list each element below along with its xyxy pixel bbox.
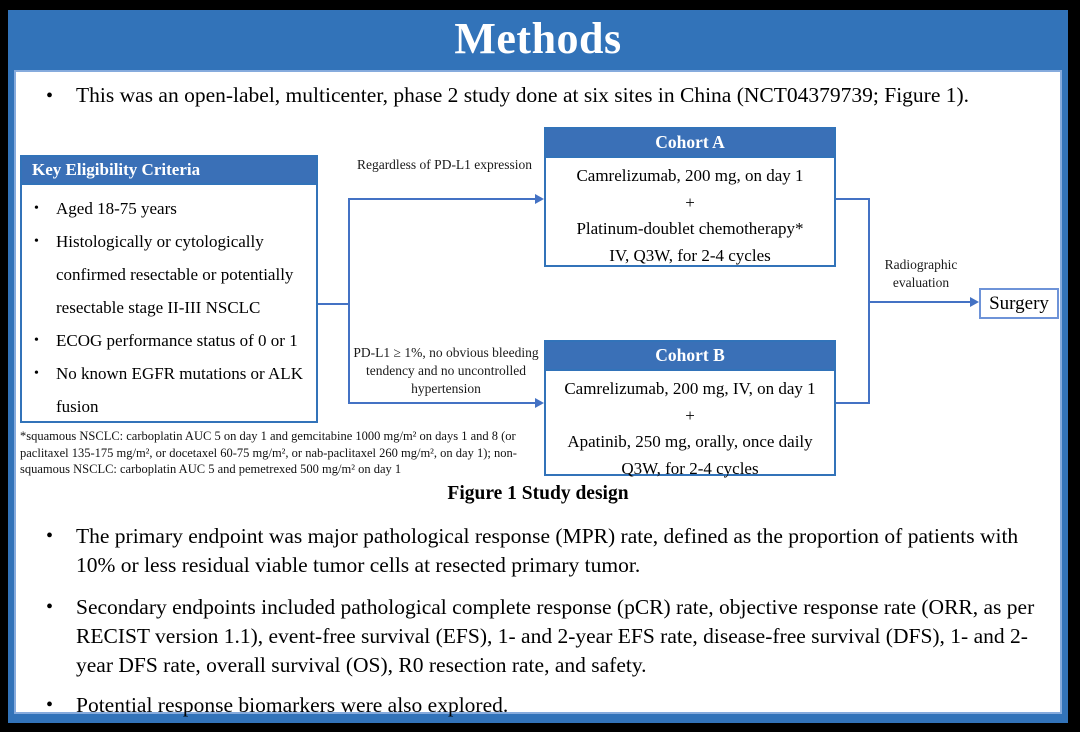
connector-from-cohort-b-line [836, 402, 870, 404]
eligibility-item: • ECOG performance status of 0 or 1 [32, 324, 310, 357]
cohort-a-line: + [685, 192, 695, 212]
title-band: Methods [8, 10, 1068, 70]
eligibility-item: • No known EGFR mutations or ALK fusion [32, 357, 310, 423]
arrow-head-cohort-b [535, 398, 544, 408]
cohort-b-line: Apatinib, 250 mg, orally, once daily [567, 432, 813, 451]
connector-left-vertical-line [348, 198, 350, 404]
page-title: Methods [454, 14, 622, 63]
cohort-a-body: Camrelizumab, 200 mg, on day 1 + Platinu… [546, 158, 834, 269]
radiographic-evaluation-label: Radiographic evaluation [884, 257, 958, 290]
eligibility-item: • Aged 18-75 years [32, 192, 310, 225]
arrow-head-surgery [970, 297, 979, 307]
cohort-a-header: Cohort A [546, 129, 834, 158]
bullet-dot: • [34, 234, 39, 249]
eligibility-header: Key Eligibility Criteria [22, 157, 316, 185]
connector-from-cohort-a-line [836, 198, 870, 200]
study-design-figure: Key Eligibility Criteria • Aged 18-75 ye… [16, 72, 1060, 712]
bullet-dot: • [46, 85, 54, 107]
secondary-endpoints-text: Secondary endpoints included pathologica… [76, 595, 1035, 677]
cohort-b-line: Q3W, for 2-4 cycles [621, 458, 759, 478]
cohort-a-box: Cohort A Camrelizumab, 200 mg, on day 1 … [544, 127, 836, 267]
bullet-dot: • [46, 694, 54, 716]
arrow-head-cohort-a [535, 194, 544, 204]
eligibility-item-text: No known EGFR mutations or ALK fusion [56, 364, 303, 416]
branch-label-top: Regardless of PD-L1 expression [356, 157, 533, 172]
figure-caption: Figure 1 Study design [447, 483, 629, 504]
bullet-dot: • [34, 201, 39, 216]
cohort-a-line: Platinum-doublet chemotherapy* [576, 219, 804, 238]
slide-frame: Methods • This was an open-label, multic… [8, 10, 1068, 723]
cohort-b-line: + [685, 405, 695, 425]
bullet-dot: • [46, 596, 54, 618]
biomarkers-text: Potential response biomarkers were also … [76, 693, 509, 717]
cohort-b-box: Cohort B Camrelizumab, 200 mg, IV, on da… [544, 340, 836, 478]
cohort-b-line: Camrelizumab, 200 mg, IV, on day 1 [564, 379, 816, 398]
cohort-a-line: IV, Q3W, for 2-4 cycles [609, 245, 771, 265]
primary-endpoint-bullet: • The primary endpoint was major patholo… [30, 522, 1046, 580]
eligibility-list: • Aged 18-75 years • Histologically or c… [22, 185, 316, 423]
secondary-endpoints-bullet: • Secondary endpoints included pathologi… [30, 593, 1046, 680]
eligibility-item-text: Aged 18-75 years [56, 199, 177, 218]
bullet-dot: • [34, 366, 39, 381]
branch-label-bottom: PD-L1 ≥ 1%, no obvious bleeding tendency… [353, 345, 539, 396]
biomarkers-bullet: • Potential response biomarkers were als… [30, 691, 1046, 720]
figure-footnote: *squamous NSCLC: carboplatin AUC 5 on da… [20, 429, 517, 476]
cohort-b-header: Cohort B [546, 342, 834, 371]
cohort-a-line: Camrelizumab, 200 mg, on day 1 [576, 166, 804, 185]
connector-to-cohort-b-line [348, 402, 535, 404]
connector-to-surgery-line [868, 301, 970, 303]
intro-bullet-text: This was an open-label, multicenter, pha… [76, 83, 970, 107]
bullet-dot: • [34, 333, 39, 348]
eligibility-box: Key Eligibility Criteria • Aged 18-75 ye… [20, 155, 318, 423]
connector-stub-line [318, 303, 348, 305]
eligibility-item-text: ECOG performance status of 0 or 1 [56, 331, 298, 350]
bullet-dot: • [46, 525, 54, 547]
cohort-b-body: Camrelizumab, 200 mg, IV, on day 1 + Apa… [546, 371, 834, 482]
eligibility-item-text: Histologically or cytologically confirme… [56, 232, 294, 317]
surgery-box: Surgery [979, 288, 1059, 319]
intro-bullet: • This was an open-label, multicenter, p… [30, 82, 1046, 109]
connector-to-cohort-a-line [348, 198, 535, 200]
eligibility-item: • Histologically or cytologically confir… [32, 225, 310, 324]
surgery-label: Surgery [989, 293, 1049, 314]
content-area: • This was an open-label, multicenter, p… [14, 70, 1062, 717]
primary-endpoint-text: The primary endpoint was major pathologi… [76, 524, 1019, 577]
